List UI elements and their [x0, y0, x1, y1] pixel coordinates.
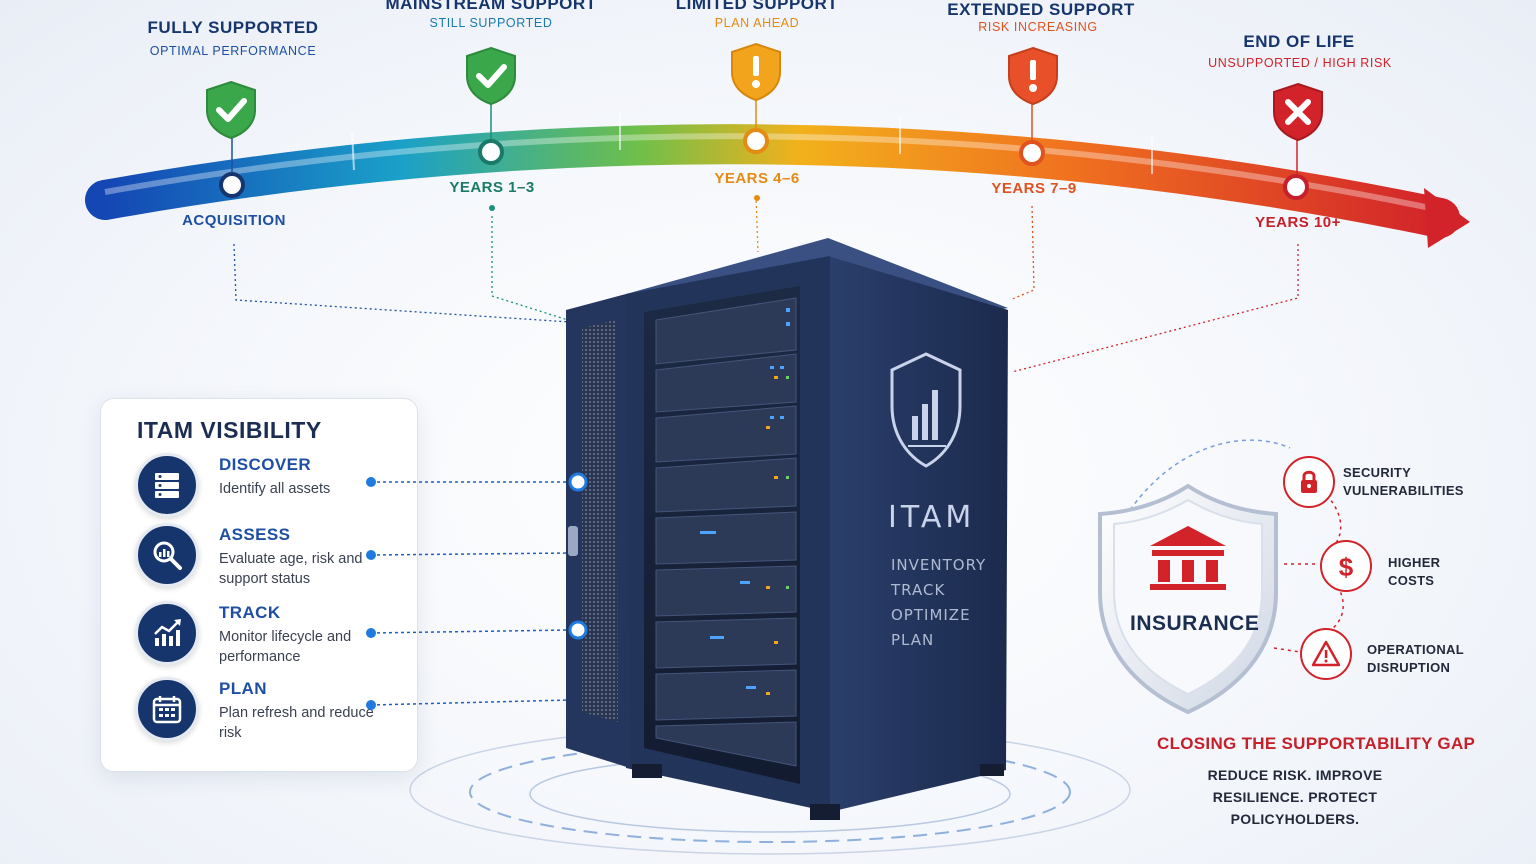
insurance-shield-icon	[1098, 483, 1278, 715]
check-shield-icon	[206, 80, 256, 140]
warning-icon	[1300, 628, 1352, 680]
phase-title-extended-support: EXTENDED SUPPORT	[947, 0, 1135, 19]
phase-title-mainstream-support: MAINSTREAM SUPPORT	[385, 0, 597, 13]
phase-subtitle-end-of-life: UNSUPPORTED / HIGH RISK	[1208, 56, 1392, 70]
year-label-years-7-9: YEARS 7–9	[991, 180, 1077, 197]
step-plan: PLAN Plan refresh and reduce risk	[135, 677, 415, 741]
panel-title: ITAM VISIBILITY	[137, 417, 322, 443]
gap-title: CLOSING THE SUPPORTABILITY GAP	[1157, 734, 1476, 753]
warning-shield-icon	[1008, 46, 1058, 106]
year-label-acquisition: ACQUISITION	[182, 212, 286, 229]
step-title: PLAN	[219, 679, 267, 698]
rack-units	[655, 297, 797, 767]
door-handle[interactable]	[568, 526, 578, 556]
cabinet-functions: INVENTORY TRACK OPTIMIZE PLAN	[891, 553, 986, 653]
gap-subtitle: REDUCE RISK. IMPROVE RESILIENCE. PROTECT…	[1207, 767, 1383, 827]
step-track: TRACK Monitor lifecycle and performance	[135, 601, 415, 665]
phase-subtitle-limited-support: PLAN AHEAD	[714, 16, 800, 30]
insurance-label: INSURANCE	[1130, 612, 1260, 635]
year-label-years-1-3: YEARS 1–3	[449, 179, 535, 196]
phase-title-fully-supported: FULLY SUPPORTED	[147, 18, 319, 37]
cabinet-side	[828, 256, 1008, 812]
magnifier-chart-icon	[135, 523, 199, 587]
step-title: TRACK	[219, 603, 281, 622]
svg-text:$: $	[1339, 552, 1354, 580]
server-stack-icon	[135, 453, 199, 517]
function-plan: PLAN	[891, 631, 935, 649]
function-inventory: INVENTORY	[891, 556, 987, 574]
itam-visibility-panel: ITAM VISIBILITY DISCOVER Identify all as…	[100, 398, 418, 772]
timeline-arc	[85, 124, 1460, 238]
step-assess: ASSESS Evaluate age, risk and support st…	[135, 523, 415, 587]
step-title: ASSESS	[219, 525, 291, 544]
step-title: DISCOVER	[219, 455, 311, 474]
phase-subtitle-fully-supported: OPTIMAL PERFORMANCE	[149, 44, 317, 58]
risk-operational-disruption: OPERATIONAL DISRUPTION	[1367, 642, 1464, 675]
timeline-marker-years-1-3	[478, 100, 504, 165]
year-label-years-10: YEARS 10+	[1255, 214, 1341, 231]
timeline-arc-highlight	[104, 133, 1441, 213]
check-shield-icon	[466, 46, 516, 106]
itam-shield-icon	[890, 352, 962, 468]
function-track: TRACK	[891, 581, 946, 599]
warning-shield-icon	[731, 42, 781, 102]
phase-subtitle-mainstream-support: STILL SUPPORTED	[429, 16, 553, 30]
dollar-icon: $	[1320, 540, 1372, 592]
step-desc: Monitor lifecycle and performance	[219, 629, 352, 665]
server-cabinet	[566, 238, 1008, 820]
cabinet-brand: ITAM	[888, 500, 976, 535]
step-desc: Identify all assets	[219, 481, 331, 497]
function-optimize: OPTIMIZE	[891, 606, 971, 624]
timeline-marker-acquisition	[219, 120, 245, 198]
step-desc: Evaluate age, risk and support status	[219, 551, 363, 587]
timeline-marker-years-7-9	[1019, 100, 1045, 166]
timeline-marker-years-4-6	[743, 96, 769, 154]
phase-subtitle-extended-support: RISK INCREASING	[978, 20, 1098, 34]
padlock-icon	[1283, 456, 1335, 508]
timeline-arrowhead	[1424, 188, 1470, 248]
risk-higher-costs: HIGHER COSTS	[1388, 555, 1441, 588]
phase-title-limited-support: LIMITED SUPPORT	[675, 0, 839, 13]
door-hinge-marker	[568, 620, 588, 640]
risk-security-vulnerabilities: SECURITY VULNERABILITIES	[1343, 465, 1464, 498]
trend-chart-icon	[135, 601, 199, 665]
door-hinge-marker	[568, 472, 588, 492]
calendar-icon	[135, 677, 199, 741]
x-shield-icon	[1273, 82, 1323, 142]
phase-title-end-of-life: END OF LIFE	[1243, 32, 1355, 51]
step-desc: Plan refresh and reduce risk	[219, 705, 374, 741]
timeline-marker-years-10	[1283, 136, 1309, 200]
step-discover: DISCOVER Identify all assets	[135, 453, 415, 517]
year-label-years-4-6: YEARS 4–6	[714, 170, 800, 187]
